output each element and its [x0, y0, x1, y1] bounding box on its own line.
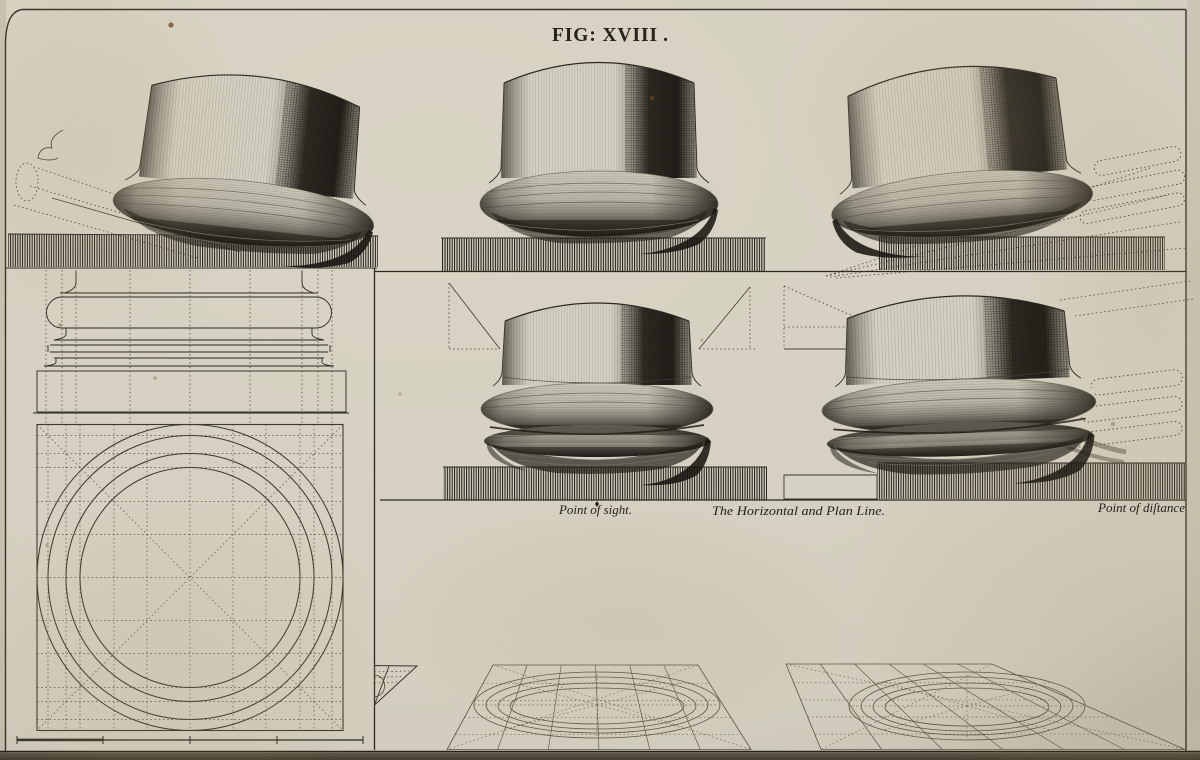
- svg-text:.: .: [663, 24, 668, 46]
- svg-text:Point of sight.: Point of sight.: [558, 503, 632, 517]
- svg-text:The Horizontal and Plan Line.: The Horizontal and Plan Line.: [712, 504, 885, 518]
- svg-text:Point of diſtance: Point of diſtance: [1097, 501, 1185, 515]
- svg-text:FIG: XVIII: FIG: XVIII: [552, 24, 658, 46]
